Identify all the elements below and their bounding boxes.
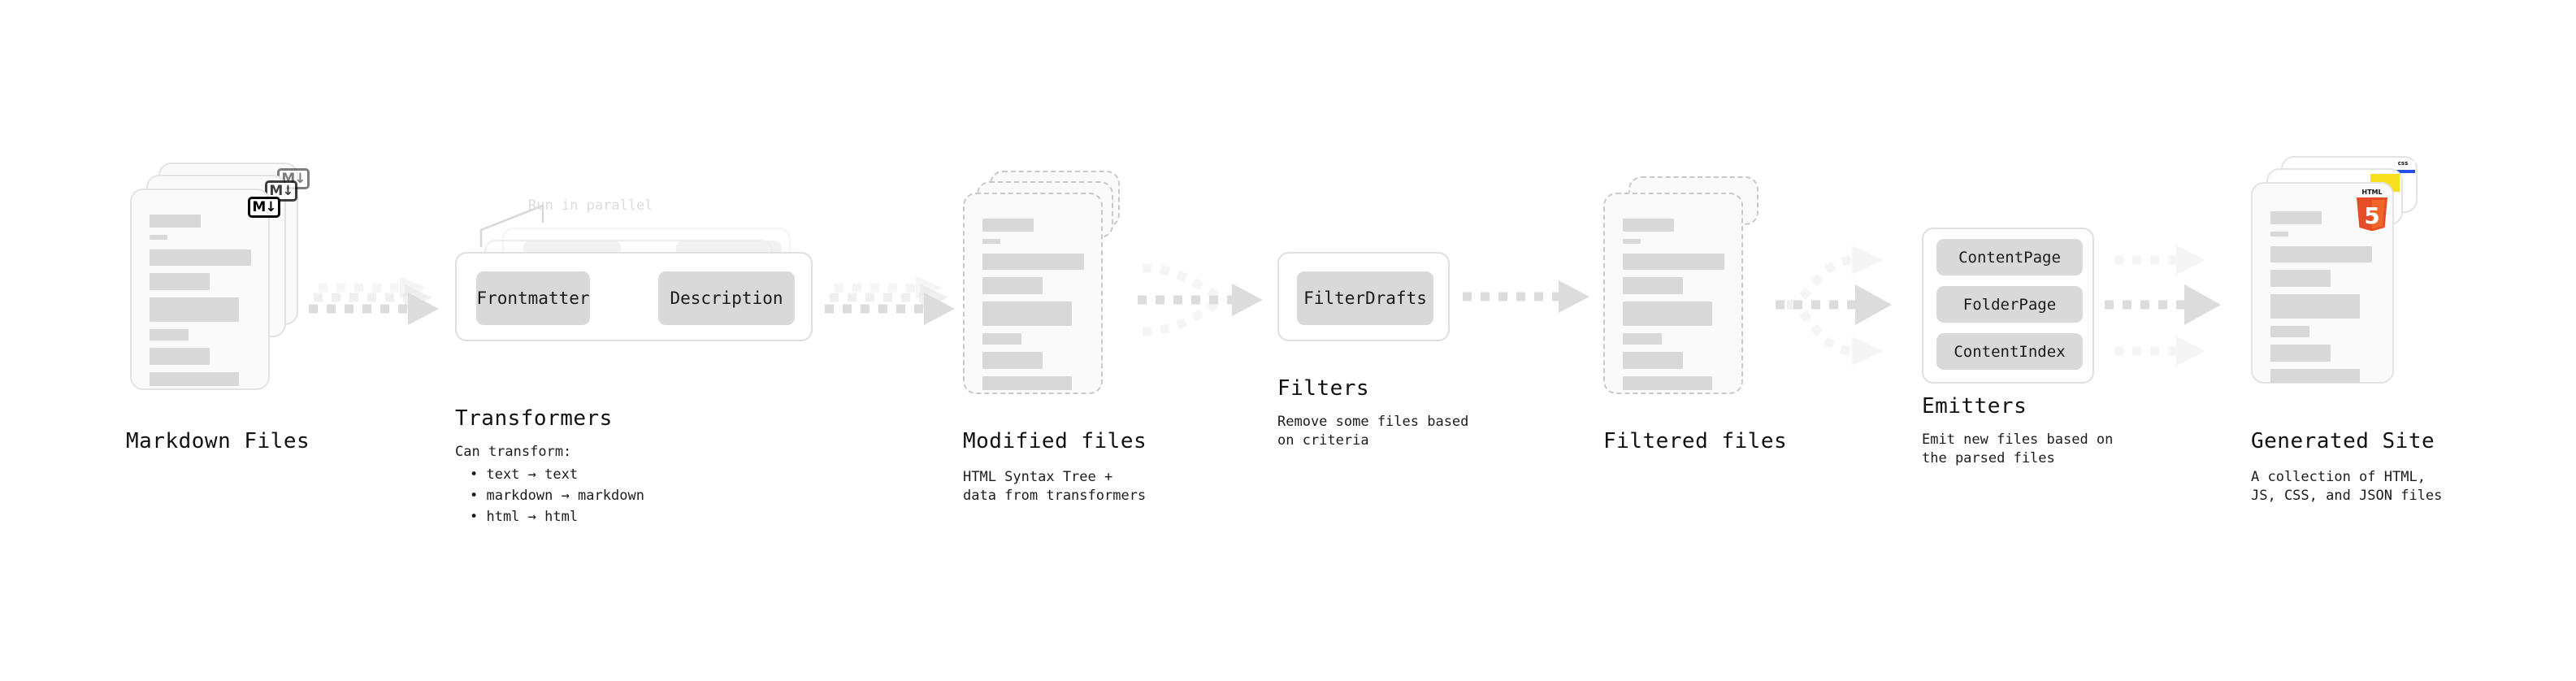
run-in-parallel-bracket [479,199,585,248]
stage-title-generated-site: Generated Site [2251,429,2435,453]
site-card-body [2253,184,2392,383]
content-bar [982,219,1034,232]
transformers-bullet-1: • markdown → markdown [470,488,644,504]
transformers-bullet-0: • text → text [470,466,579,483]
content-bar [150,348,210,365]
content-bar [150,273,210,290]
content-bar [1623,352,1683,369]
modified-files-subtitle: HTML Syntax Tree + data from transformer… [963,469,1147,504]
modified-card-body [965,194,1101,393]
connector-filters-to-filtered [1463,280,1597,321]
connector-markdown-to-transformers [309,276,443,341]
connector-filtered-to-emitters [1776,228,1926,378]
connector-modified-to-filters [1138,260,1272,349]
content-bar [2270,211,2322,224]
content-bar [1623,239,1641,244]
markdown-badge: M↓ [248,197,280,218]
stage-title-filters: Filters [1277,376,1370,401]
stage-title-emitters: Emitters [1922,394,2027,419]
filtered-card-body [1605,194,1741,393]
markdown-badge-label-b1: M↓ [269,182,293,199]
content-bar [2270,232,2288,236]
transformer-pill-frontmatter[interactable]: Frontmatter [476,271,590,325]
emitter-pill-contentindex[interactable]: ContentIndex [1936,333,2083,370]
filters-subtitle: Remove some files based on criteria [1277,414,1469,449]
emitters-subtitle: Emit new files based on the parsed files [1922,432,2114,466]
transformers-subtitle: Can transform: [455,444,572,460]
stage-title-filtered-files: Filtered files [1603,429,1788,453]
content-bar [150,235,167,240]
content-bar [150,249,251,266]
filters-box: FilterDrafts [1277,252,1450,341]
content-bar [2270,294,2360,319]
stage-title-modified-files: Modified files [963,429,1147,453]
site-card-stack: css HTML [2247,154,2434,423]
emitters-box: ContentPage FolderPage ContentIndex [1922,228,2094,384]
generated-site-subtitle: A collection of HTML, JS, CSS, and JSON … [2251,469,2443,504]
content-bar [150,297,239,322]
content-bar [982,277,1043,294]
svg-text:5: 5 [2364,202,2379,229]
stage-title-transformers: Transformers [455,406,613,431]
content-bar [1623,376,1712,390]
markdown-card-front [130,189,270,390]
content-bar [982,376,1072,390]
markdown-badge-label: M↓ [252,198,276,215]
transformer-pill-description[interactable]: Description [658,271,795,325]
content-bar [2270,326,2309,337]
content-bar [1623,301,1712,326]
stage-title-markdown-files: Markdown Files [126,429,310,453]
content-bar [1623,333,1662,345]
content-bar [1623,277,1683,294]
run-in-parallel-label: Run in parallel [528,197,653,214]
content-bar [2270,270,2331,287]
transformers-box: Frontmatter Description [455,252,813,341]
connector-emitters-to-site [2105,228,2255,378]
content-bar [150,372,239,386]
content-bar [982,254,1084,270]
css-badge-label: css [2397,160,2409,167]
filtered-card-front [1603,193,1743,394]
html5-icon: HTML 5 [2353,187,2391,232]
content-bar [1623,219,1674,232]
content-bar [2270,345,2331,362]
emitter-pill-folderpage[interactable]: FolderPage [1936,286,2083,323]
svg-text:HTML: HTML [2361,189,2382,196]
modified-card-stack [959,167,1138,427]
content-bar [982,333,1021,345]
transformers-bullet-2: • html → html [470,509,579,525]
content-bar [982,239,1000,244]
content-bar [150,329,189,340]
filter-pill-filterdrafts[interactable]: FilterDrafts [1297,271,1433,325]
content-bar [2270,246,2372,262]
filtered-card-stack [1599,167,1778,427]
content-bar [150,215,201,228]
content-bar [982,301,1072,326]
emitter-pill-contentpage[interactable]: ContentPage [1936,239,2083,275]
content-bar [982,352,1043,369]
content-bar [1623,254,1724,270]
markdown-card-stack: M↓ M↓ M↓ [126,163,310,423]
markdown-card-body [132,190,268,388]
connector-transformers-to-modified [825,276,959,341]
content-bar [2270,369,2360,383]
modified-card-front [963,193,1103,394]
